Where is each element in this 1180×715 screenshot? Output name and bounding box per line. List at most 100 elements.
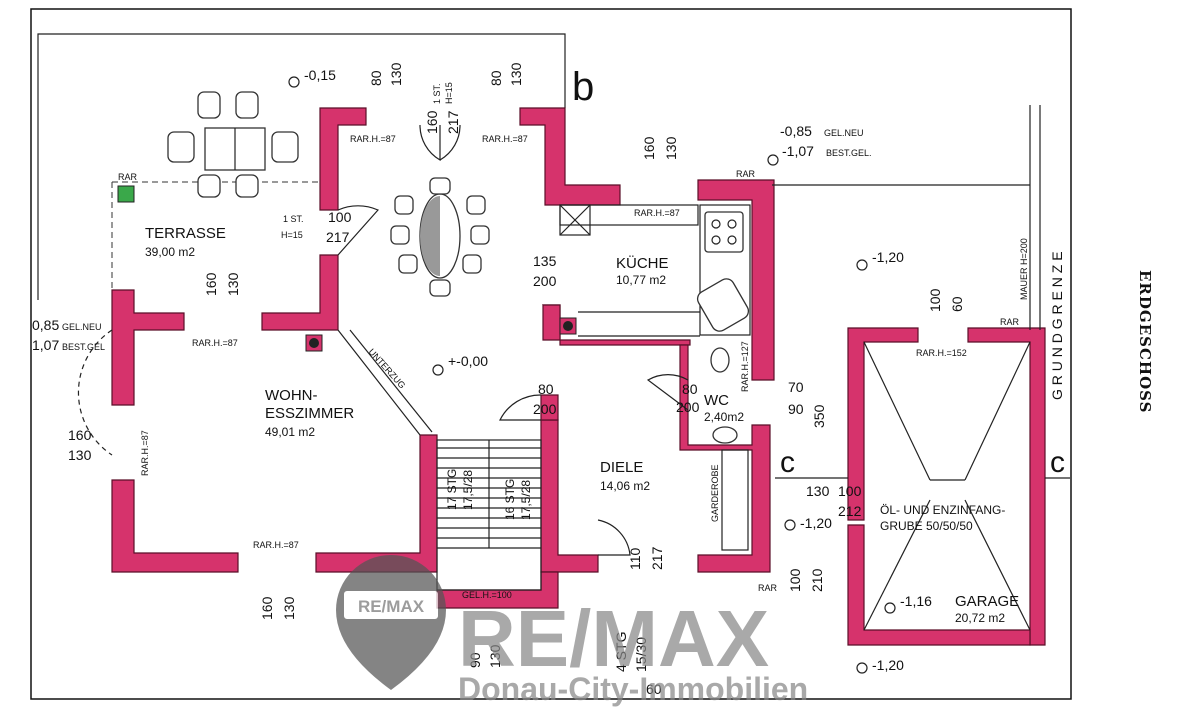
level-left-neu-tag: GEL.NEU bbox=[62, 322, 102, 332]
level-kitchen-neu-tag: GEL.NEU bbox=[824, 128, 864, 138]
dim-stair-bottom-c: 60 bbox=[646, 681, 662, 697]
dim-top-mid-b: 217 bbox=[445, 110, 461, 134]
watermark-tagline: Donau-City-Immobilien bbox=[458, 671, 808, 707]
room-kueche-name: KÜCHE bbox=[616, 254, 669, 272]
dim-bottom-win-a: 160 bbox=[259, 596, 275, 620]
dim-diele-door-a: 80 bbox=[538, 381, 554, 397]
dim-terrace-door-b: 217 bbox=[326, 229, 350, 245]
dim-garage-door-b: 212 bbox=[838, 503, 862, 519]
section-marker-c-left: c bbox=[780, 446, 795, 479]
dim-bottom-win-b: 130 bbox=[281, 596, 297, 620]
badge-box bbox=[342, 589, 440, 621]
note-step-terrace: 1 ST. bbox=[283, 214, 304, 224]
dim-stair-bottom-b: 15/30 bbox=[633, 637, 649, 672]
level-garage: -1,16 bbox=[900, 593, 932, 609]
level-kitchen-best-tag: BEST.GEL. bbox=[826, 148, 872, 158]
rar-marker bbox=[117, 185, 135, 203]
dim-top-left-a: 80 bbox=[368, 70, 384, 86]
dim-diele-door-b: 200 bbox=[533, 401, 557, 417]
note-rar-entry: RAR bbox=[758, 583, 778, 593]
level-terrace-top: -0,15 bbox=[304, 67, 336, 83]
note-step-terrace-h: H=15 bbox=[281, 230, 303, 240]
note-step-top: 1 ST. bbox=[432, 83, 442, 104]
level-yard: -1,20 bbox=[872, 249, 904, 265]
dim-wc-door-b: 200 bbox=[676, 399, 700, 415]
level-left-best-tag: BEST.GEL bbox=[62, 342, 105, 352]
stair-treads bbox=[437, 447, 541, 549]
dim-garage-win-a: 100 bbox=[927, 288, 943, 312]
dim-entry-side-a: 100 bbox=[787, 568, 803, 592]
dim-top-mid-a: 160 bbox=[424, 110, 440, 134]
note-mauer: MAUER H=200 bbox=[1019, 238, 1029, 300]
section-marker-c-right: c bbox=[1050, 446, 1065, 479]
balloon-logo-icon bbox=[336, 555, 446, 690]
kitchen-appliances bbox=[696, 211, 750, 332]
watermark-brand: RE/MAX bbox=[458, 594, 769, 683]
level-left-neu: 0,85 bbox=[32, 317, 59, 333]
dim-left-win-a: 160 bbox=[68, 427, 92, 443]
room-diele-name: DIELE bbox=[600, 459, 643, 476]
dining-furniture bbox=[390, 177, 490, 297]
dim-bottom-left-a: 90 bbox=[467, 652, 483, 668]
level-entry: -1,20 bbox=[800, 515, 832, 531]
watermark-badge: RE/MAX bbox=[358, 597, 425, 616]
dim-top-right-a: 80 bbox=[488, 70, 504, 86]
dim-garage-door-a: 100 bbox=[838, 483, 862, 499]
level-left-best: 1,07 bbox=[32, 337, 59, 353]
dim-garage-small: 130 bbox=[806, 483, 830, 499]
room-diele-area: 14,06 m2 bbox=[600, 479, 650, 493]
dim-wc-win-b: 90 bbox=[788, 401, 804, 417]
note-stair-a2: 17,5/28 bbox=[461, 470, 475, 510]
note-gel-h100: GEL.H.=100 bbox=[462, 590, 512, 600]
note-rar-garage: RAR bbox=[1000, 317, 1020, 327]
room-terrasse-area: 39,00 m2 bbox=[145, 245, 195, 259]
oil-pit-line1: ÖL- UND ENZINFANG- bbox=[880, 503, 1005, 517]
dim-bottom-left-b: 130 bbox=[487, 644, 503, 668]
note-rar-h152: RAR.H.=152 bbox=[916, 348, 967, 358]
level-kitchen-neu: -0,85 bbox=[780, 123, 812, 139]
room-garage-name: GARAGE bbox=[955, 593, 1019, 610]
dimension-labels: 80 130 80 130 160 217 160 130 100 217 16… bbox=[68, 62, 965, 697]
note-stair-b2: 17,5/28 bbox=[519, 480, 533, 520]
note-step-top-h: H=15 bbox=[444, 82, 454, 104]
note-garderobe: GARDEROBE bbox=[710, 464, 720, 522]
chimney-dot bbox=[309, 338, 319, 348]
note-stair-a: 17 STG bbox=[445, 469, 459, 510]
oil-pit-line2: GRUBE 50/50/50 bbox=[880, 519, 973, 533]
dim-kitchen-win-a: 160 bbox=[641, 136, 657, 160]
garage-roof-lines bbox=[863, 341, 1031, 631]
section-marker-b: b bbox=[572, 65, 594, 109]
dim-wc-win-c: 350 bbox=[811, 404, 827, 428]
level-bottom: -1,20 bbox=[872, 657, 904, 673]
room-kueche-area: 10,77 m2 bbox=[616, 273, 666, 287]
note-rar-h87-3: RAR.H.=87 bbox=[634, 208, 680, 218]
room-wc-name: WC bbox=[704, 392, 729, 409]
note-rar-terrace: RAR bbox=[118, 172, 138, 182]
door-swings bbox=[77, 124, 689, 556]
dim-terrace-win-b: 130 bbox=[225, 272, 241, 296]
wc-fixtures bbox=[710, 347, 738, 444]
interior-lines bbox=[337, 105, 1070, 591]
dim-terrace-win-a: 160 bbox=[203, 272, 219, 296]
dim-entry-door-b: 217 bbox=[649, 546, 665, 570]
dim-wc-win-a: 70 bbox=[788, 379, 804, 395]
note-rar-h127: RAR.H.=127 bbox=[740, 341, 750, 392]
dim-garage-win-b: 60 bbox=[949, 296, 965, 312]
terrace-furniture bbox=[167, 91, 299, 198]
room-wohnen-area: 49,01 m2 bbox=[265, 425, 315, 439]
dim-entry-door-a: 110 bbox=[627, 547, 643, 570]
note-rar-h87-6: RAR.H.=87 bbox=[140, 430, 150, 476]
note-grundgrenze: G R U N D G R E N Z E bbox=[1049, 251, 1065, 400]
room-terrasse-name: TERRASSE bbox=[145, 225, 226, 242]
room-garage-area: 20,72 m2 bbox=[955, 611, 1005, 625]
level-markers bbox=[288, 76, 896, 674]
sheet-title: ERDGESCHOSS bbox=[1136, 270, 1154, 414]
dim-opening-a: 135 bbox=[533, 253, 557, 269]
dim-wc-door-a: 80 bbox=[682, 381, 698, 397]
dim-opening-b: 200 bbox=[533, 273, 557, 289]
dim-top-right-b: 130 bbox=[508, 62, 524, 86]
dim-left-win-b: 130 bbox=[68, 447, 92, 463]
level-center: +-0,00 bbox=[448, 353, 488, 369]
room-wc-area: 2,40m2 bbox=[704, 410, 744, 424]
note-rar-h87-5: RAR.H.=87 bbox=[253, 540, 299, 550]
